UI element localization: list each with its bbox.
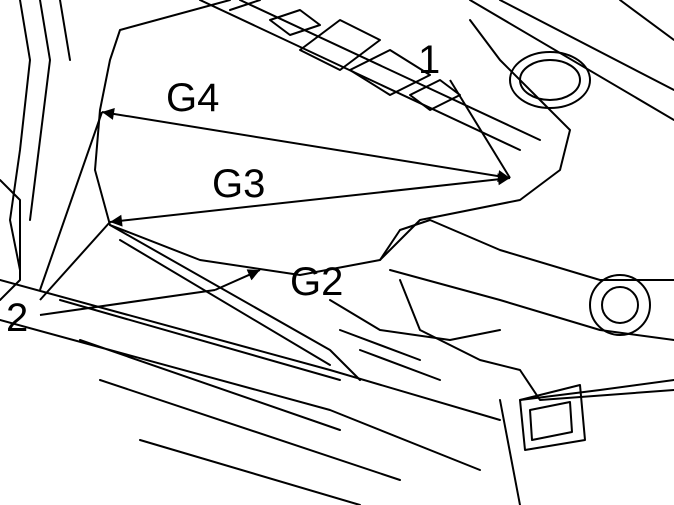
label-g2: G2 <box>290 260 344 304</box>
leader-1 <box>449 79 511 179</box>
callout-1: 1 <box>418 38 441 82</box>
callout-2: 2 <box>6 296 29 340</box>
g2-dimension-line <box>214 269 261 291</box>
g4-dimension-line <box>101 107 511 183</box>
leader-2a <box>39 111 103 291</box>
g3-dimension-line <box>109 173 511 227</box>
label-g3: G3 <box>212 162 266 206</box>
leader-2c <box>39 289 216 316</box>
label-g4: G4 <box>166 76 220 120</box>
leader-2b <box>39 221 111 301</box>
